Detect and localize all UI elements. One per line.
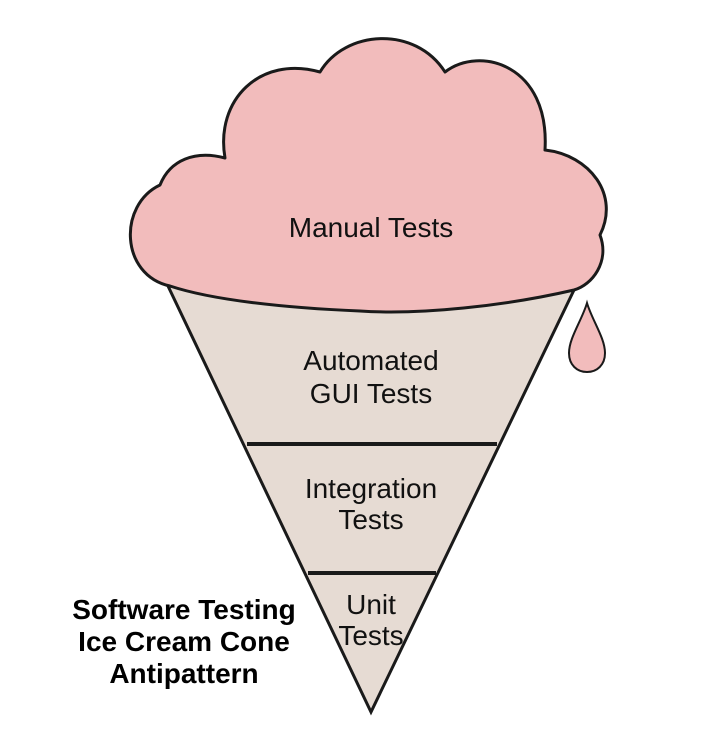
drip-drop: [567, 299, 607, 374]
layer-label-automated-gui-line-1: Automated: [303, 345, 438, 376]
layer-label-unit-line-2: Tests: [338, 620, 403, 651]
layer-label-unit-line-1: Unit: [346, 589, 396, 620]
scoop-label: Manual Tests: [289, 212, 453, 243]
ice-cream-scoop: [128, 37, 608, 314]
layer-label-integration-line-2: Tests: [338, 504, 403, 535]
layer-label-automated-gui-line-2: GUI Tests: [310, 378, 432, 409]
layer-label-integration-line-1: Integration: [305, 473, 437, 504]
title-line-3: Antipattern: [109, 658, 258, 689]
title-line-2: Ice Cream Cone: [78, 626, 290, 657]
title-line-1: Software Testing: [72, 594, 296, 625]
